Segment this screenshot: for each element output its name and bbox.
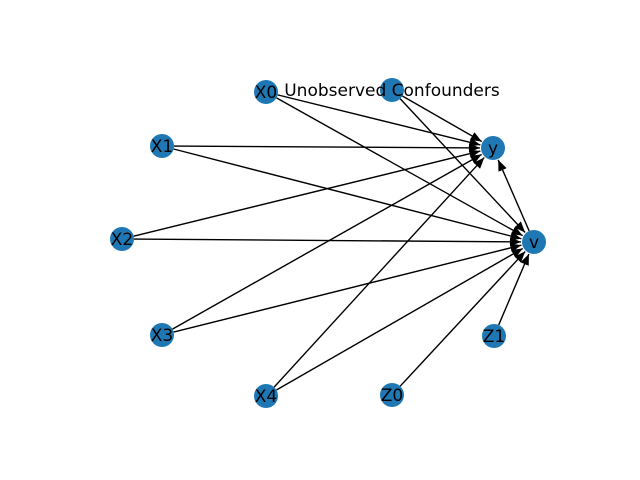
graph-node-Z0 [380,383,404,407]
graph-edge-Z0-to-v [399,251,526,387]
graph-edge-UC-to-y [402,95,483,143]
graph-edge-X2-to-v [133,237,522,247]
graph-node-label-X1: X1 [151,137,173,157]
graph-node-label-X2: X2 [111,230,133,250]
graph-edge-Z1-to-v [498,253,530,326]
graph-edge-X1-to-v [173,148,522,241]
graph-node-label-X3: X3 [151,326,173,346]
graph-edge-X3-to-y [172,153,483,330]
graph-node-y [481,136,505,160]
graph-node-label-X0: X0 [255,83,277,103]
graph-edge-v-to-y [497,159,530,232]
graph-node-label-X4: X4 [255,387,277,407]
graph-node-X2 [110,227,134,251]
graph-node-v [522,230,546,254]
graph-edge-X4-to-y [273,157,485,388]
graph-edge-X0-to-y [277,94,481,147]
graph-node-UC [380,78,404,102]
graph-node-label-Z1: Z1 [483,327,505,347]
graph-edge-X1-to-y [173,143,481,153]
graph-edge-X2-to-y [133,149,481,237]
graph-node-X3 [150,323,174,347]
graph-node-X4 [254,384,278,408]
graph-node-label-Z0: Z0 [381,386,403,406]
graph-node-X1 [150,134,174,158]
graph-node-label-v: v [529,233,539,253]
graph-node-label-y: y [488,139,498,159]
graph-node-label-UC: Unobserved Confounders [284,81,500,101]
graph-edge-X3-to-v [173,243,522,333]
graph-edge-X0-to-v [276,97,523,237]
graph-node-X0 [254,80,278,104]
graph-edge-X4-to-v [276,247,524,391]
graph-node-Z1 [482,324,506,348]
